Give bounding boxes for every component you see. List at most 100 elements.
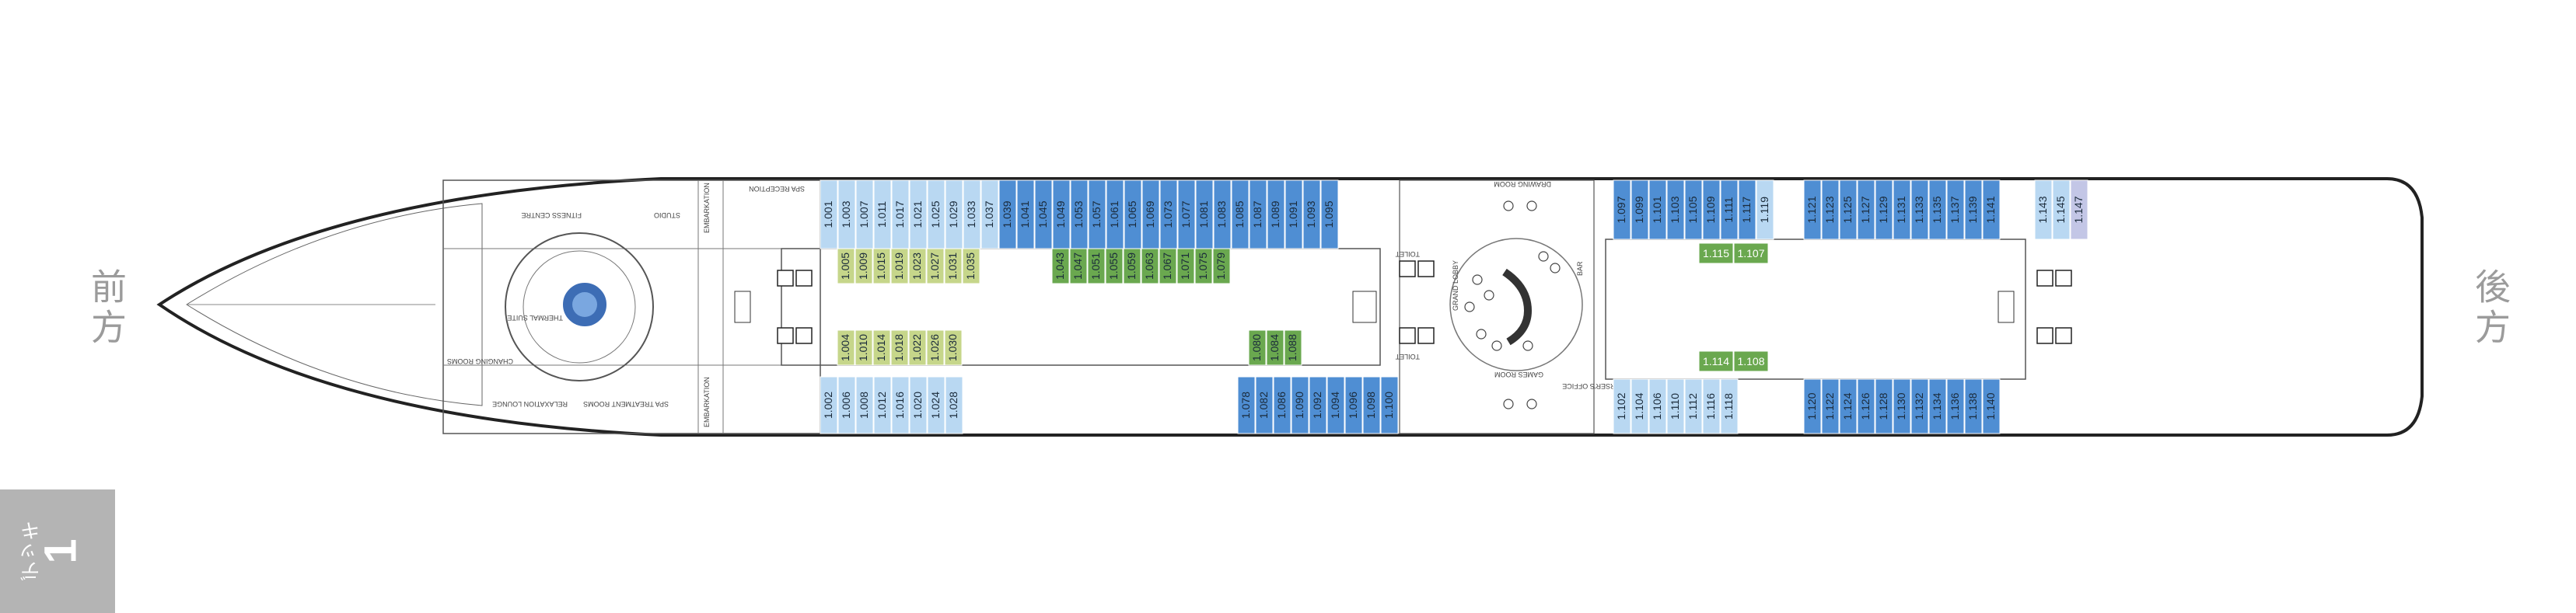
cabin-1.081[interactable]: 1.081 — [1195, 179, 1214, 249]
cabin-1.063[interactable]: 1.063 — [1141, 248, 1159, 284]
cabin-1.128[interactable]: 1.128 — [1875, 378, 1893, 434]
cabin-1.039[interactable]: 1.039 — [998, 179, 1017, 249]
cabin-1.117[interactable]: 1.117 — [1738, 179, 1756, 240]
cabin-1.007[interactable]: 1.007 — [855, 179, 874, 249]
cabin-1.075[interactable]: 1.075 — [1194, 248, 1213, 284]
cabin-1.084[interactable]: 1.084 — [1266, 329, 1285, 366]
cabin-1.029[interactable]: 1.029 — [945, 179, 963, 249]
cabin-1.037[interactable]: 1.037 — [980, 179, 999, 249]
cabin-1.005[interactable]: 1.005 — [837, 248, 855, 284]
cabin-1.099[interactable]: 1.099 — [1631, 179, 1649, 240]
cabin-1.137[interactable]: 1.137 — [1946, 179, 1965, 240]
cabin-1.134[interactable]: 1.134 — [1928, 378, 1947, 434]
cabin-1.097[interactable]: 1.097 — [1613, 179, 1631, 240]
cabin-1.065[interactable]: 1.065 — [1124, 179, 1142, 249]
cabin-1.103[interactable]: 1.103 — [1666, 179, 1685, 240]
cabin-1.011[interactable]: 1.011 — [873, 179, 892, 249]
cabin-1.082[interactable]: 1.082 — [1255, 376, 1274, 434]
cabin-1.077[interactable]: 1.077 — [1177, 179, 1196, 249]
cabin-1.126[interactable]: 1.126 — [1857, 378, 1875, 434]
cabin-1.030[interactable]: 1.030 — [944, 329, 963, 366]
cabin-1.118[interactable]: 1.118 — [1720, 378, 1739, 434]
cabin-1.135[interactable]: 1.135 — [1928, 179, 1947, 240]
cabin-1.093[interactable]: 1.093 — [1302, 179, 1321, 249]
cabin-1.017[interactable]: 1.017 — [891, 179, 910, 249]
cabin-1.101[interactable]: 1.101 — [1648, 179, 1667, 240]
cabin-1.094[interactable]: 1.094 — [1326, 376, 1345, 434]
cabin-1.071[interactable]: 1.071 — [1176, 248, 1195, 284]
cabin-1.115[interactable]: 1.115 — [1698, 242, 1734, 264]
cabin-1.022[interactable]: 1.022 — [908, 329, 927, 366]
cabin-1.125[interactable]: 1.125 — [1839, 179, 1858, 240]
cabin-1.108[interactable]: 1.108 — [1733, 350, 1769, 372]
cabin-1.145[interactable]: 1.145 — [2052, 179, 2071, 240]
cabin-1.098[interactable]: 1.098 — [1362, 376, 1381, 434]
cabin-1.131[interactable]: 1.131 — [1893, 179, 1911, 240]
cabin-1.019[interactable]: 1.019 — [890, 248, 909, 284]
cabin-1.067[interactable]: 1.067 — [1159, 248, 1177, 284]
cabin-1.018[interactable]: 1.018 — [890, 329, 909, 366]
cabin-1.127[interactable]: 1.127 — [1857, 179, 1875, 240]
cabin-1.133[interactable]: 1.133 — [1910, 179, 1929, 240]
cabin-1.090[interactable]: 1.090 — [1291, 376, 1309, 434]
cabin-1.124[interactable]: 1.124 — [1839, 378, 1858, 434]
cabin-1.028[interactable]: 1.028 — [945, 376, 963, 434]
cabin-1.059[interactable]: 1.059 — [1123, 248, 1141, 284]
cabin-1.045[interactable]: 1.045 — [1034, 179, 1053, 249]
cabin-1.086[interactable]: 1.086 — [1273, 376, 1291, 434]
cabin-1.024[interactable]: 1.024 — [927, 376, 945, 434]
cabin-1.053[interactable]: 1.053 — [1070, 179, 1089, 249]
cabin-1.073[interactable]: 1.073 — [1159, 179, 1178, 249]
cabin-1.122[interactable]: 1.122 — [1821, 378, 1840, 434]
cabin-1.033[interactable]: 1.033 — [963, 179, 981, 249]
cabin-1.080[interactable]: 1.080 — [1248, 329, 1267, 366]
cabin-1.020[interactable]: 1.020 — [909, 376, 928, 434]
cabin-1.078[interactable]: 1.078 — [1237, 376, 1256, 434]
cabin-1.047[interactable]: 1.047 — [1069, 248, 1088, 284]
cabin-1.014[interactable]: 1.014 — [872, 329, 891, 366]
cabin-1.088[interactable]: 1.088 — [1284, 329, 1302, 366]
cabin-1.089[interactable]: 1.089 — [1267, 179, 1285, 249]
cabin-1.025[interactable]: 1.025 — [927, 179, 945, 249]
cabin-1.026[interactable]: 1.026 — [926, 329, 945, 366]
cabin-1.109[interactable]: 1.109 — [1702, 179, 1721, 240]
cabin-1.112[interactable]: 1.112 — [1684, 378, 1703, 434]
cabin-1.091[interactable]: 1.091 — [1285, 179, 1303, 249]
cabin-1.116[interactable]: 1.116 — [1702, 378, 1721, 434]
cabin-1.129[interactable]: 1.129 — [1875, 179, 1893, 240]
cabin-1.021[interactable]: 1.021 — [909, 179, 928, 249]
cabin-1.009[interactable]: 1.009 — [855, 248, 873, 284]
cabin-1.140[interactable]: 1.140 — [1982, 378, 2001, 434]
cabin-1.079[interactable]: 1.079 — [1212, 248, 1231, 284]
cabin-1.138[interactable]: 1.138 — [1964, 378, 1983, 434]
cabin-1.061[interactable]: 1.061 — [1106, 179, 1124, 249]
cabin-1.002[interactable]: 1.002 — [820, 376, 838, 434]
cabin-1.123[interactable]: 1.123 — [1821, 179, 1840, 240]
cabin-1.010[interactable]: 1.010 — [855, 329, 873, 366]
cabin-1.015[interactable]: 1.015 — [872, 248, 891, 284]
cabin-1.136[interactable]: 1.136 — [1946, 378, 1965, 434]
cabin-1.104[interactable]: 1.104 — [1631, 378, 1649, 434]
cabin-1.069[interactable]: 1.069 — [1141, 179, 1160, 249]
cabin-1.139[interactable]: 1.139 — [1964, 179, 1983, 240]
cabin-1.147[interactable]: 1.147 — [2070, 179, 2088, 240]
cabin-1.100[interactable]: 1.100 — [1380, 376, 1399, 434]
cabin-1.096[interactable]: 1.096 — [1344, 376, 1363, 434]
cabin-1.114[interactable]: 1.114 — [1698, 350, 1734, 372]
cabin-1.006[interactable]: 1.006 — [837, 376, 856, 434]
cabin-1.001[interactable]: 1.001 — [820, 179, 838, 249]
cabin-1.095[interactable]: 1.095 — [1320, 179, 1339, 249]
cabin-1.023[interactable]: 1.023 — [908, 248, 927, 284]
cabin-1.043[interactable]: 1.043 — [1051, 248, 1070, 284]
cabin-1.106[interactable]: 1.106 — [1648, 378, 1667, 434]
cabin-1.105[interactable]: 1.105 — [1684, 179, 1703, 240]
cabin-1.119[interactable]: 1.119 — [1756, 179, 1774, 240]
cabin-1.051[interactable]: 1.051 — [1087, 248, 1106, 284]
cabin-1.083[interactable]: 1.083 — [1213, 179, 1232, 249]
cabin-1.141[interactable]: 1.141 — [1982, 179, 2001, 240]
cabin-1.057[interactable]: 1.057 — [1088, 179, 1106, 249]
cabin-1.003[interactable]: 1.003 — [837, 179, 856, 249]
cabin-1.031[interactable]: 1.031 — [944, 248, 963, 284]
cabin-1.120[interactable]: 1.120 — [1803, 378, 1822, 434]
cabin-1.016[interactable]: 1.016 — [891, 376, 910, 434]
